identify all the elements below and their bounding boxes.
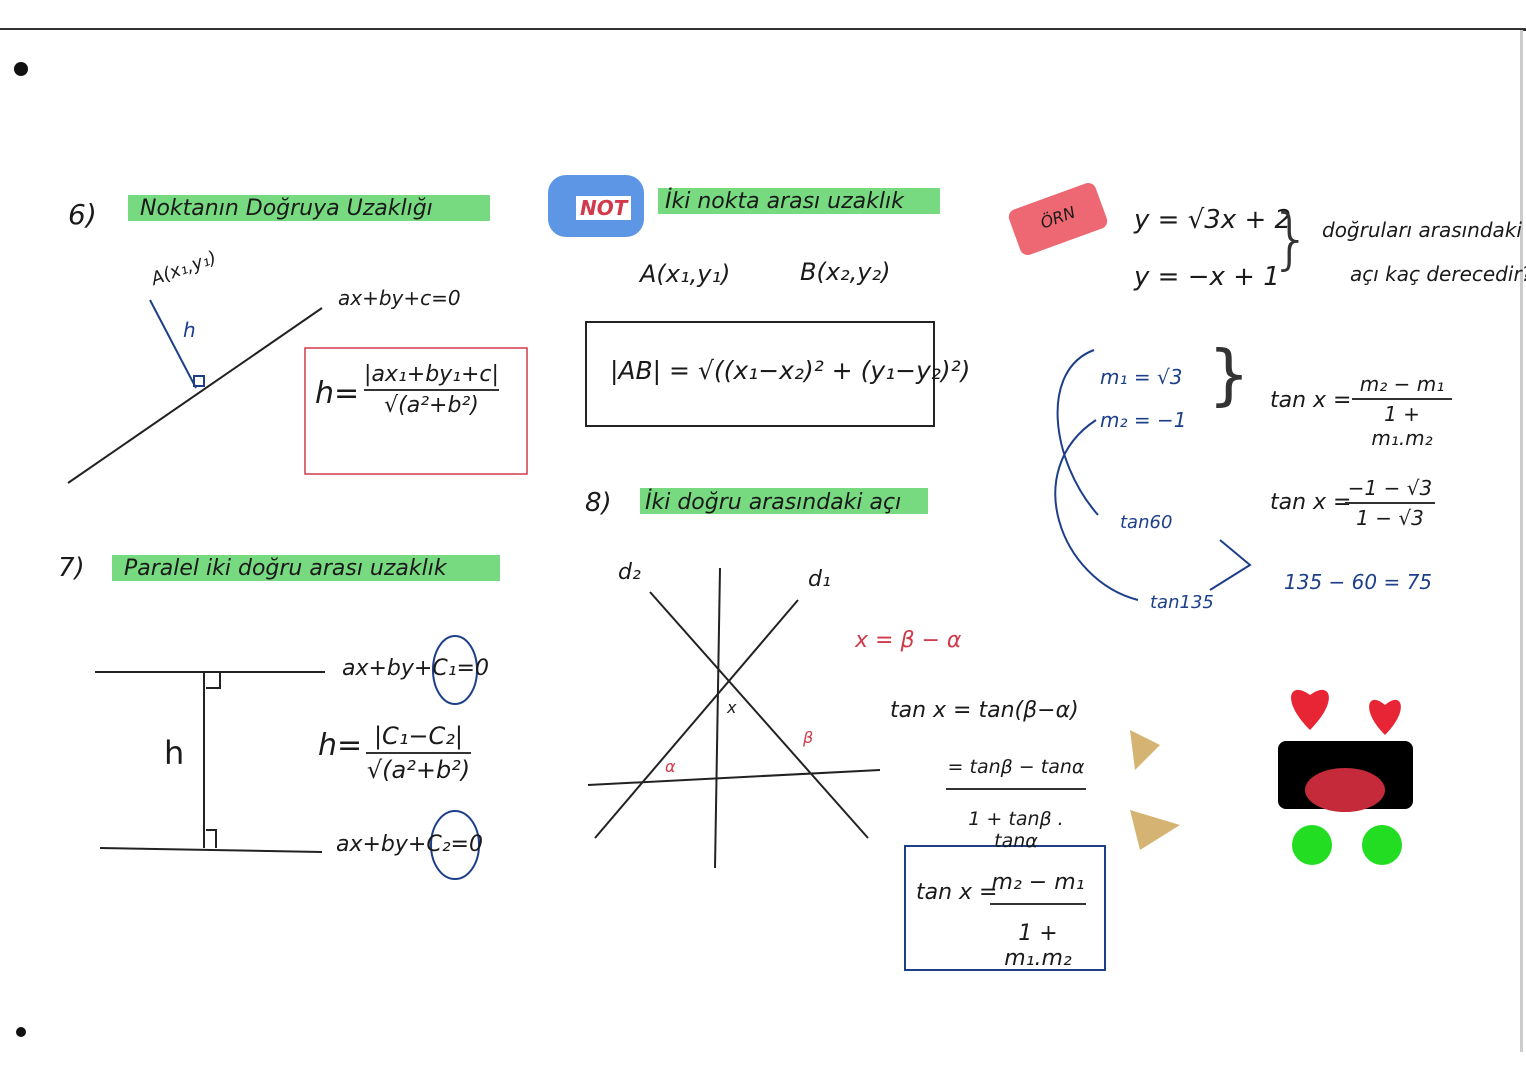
line-2-equation: ax+by+C₂=0 bbox=[336, 832, 483, 857]
tan-label: tan x = bbox=[1270, 490, 1352, 515]
line-1-equation: ax+by+C₁=0 bbox=[342, 656, 489, 681]
right-angle-mark bbox=[193, 375, 205, 387]
question-text: açı kaç derecedir? bbox=[1350, 262, 1526, 286]
numerator: m₂ − m₁ bbox=[1359, 372, 1445, 396]
angle-x-label: x bbox=[727, 698, 737, 717]
question-text: doğruları arasındaki bbox=[1322, 218, 1522, 242]
hole-punch-dot bbox=[16, 1027, 26, 1037]
perpendicular-h bbox=[149, 299, 197, 389]
line-d2 bbox=[649, 591, 869, 839]
numerator: −1 − √3 bbox=[1347, 476, 1433, 500]
tan-substituted: −1 − √3 1 − √3 bbox=[1345, 476, 1435, 530]
distance-formula-box bbox=[585, 321, 935, 427]
d1-label: d₁ bbox=[808, 567, 831, 592]
x-axis bbox=[587, 769, 881, 786]
top-bar bbox=[0, 0, 1526, 31]
section-title: İki nokta arası uzaklık bbox=[665, 189, 904, 214]
section-number: 7) bbox=[58, 553, 85, 583]
denominator: √(a²+b²) bbox=[366, 756, 471, 784]
final-formula: m₂ − m₁ 1 + m₁.m₂ bbox=[990, 870, 1086, 971]
green-sticker bbox=[1362, 825, 1402, 865]
denominator: √(a²+b²) bbox=[384, 393, 479, 418]
slope-m2: m₂ = −1 bbox=[1100, 408, 1187, 432]
hole-punch-dot bbox=[14, 62, 28, 76]
slope-m1: m₁ = √3 bbox=[1100, 365, 1183, 389]
section-title: İki doğru arasındaki açı bbox=[645, 490, 902, 515]
numerator: m₂ − m₁ bbox=[991, 870, 1085, 895]
step-1: tan x = tan(β−α) bbox=[890, 698, 1079, 723]
final-lhs: tan x = bbox=[916, 880, 998, 905]
parallel-line-2 bbox=[99, 847, 323, 853]
h-label: h bbox=[164, 734, 185, 772]
beta-label: β bbox=[803, 728, 814, 747]
section-title: Paralel iki doğru arası uzaklık bbox=[124, 556, 447, 581]
heart-sticker bbox=[1369, 699, 1401, 735]
d2-label: d₂ bbox=[618, 560, 641, 585]
distance-formula: |AB| = √((x₁−x₂)² + (y₁−y₂)²) bbox=[610, 356, 971, 385]
star-sticker bbox=[1130, 730, 1160, 770]
tan135-label: tan135 bbox=[1150, 592, 1214, 613]
line-diagram bbox=[67, 307, 323, 484]
formula-lhs: h= bbox=[318, 728, 363, 763]
section-number: 8) bbox=[585, 488, 612, 518]
heart-sticker bbox=[1291, 689, 1329, 730]
result: 135 − 60 = 75 bbox=[1284, 570, 1433, 594]
green-sticker bbox=[1292, 825, 1332, 865]
y-axis bbox=[714, 567, 721, 869]
parallel-distance-formula: |C₁−C₂| √(a²+b²) bbox=[366, 722, 471, 784]
point-b: B(x₂,y₂) bbox=[800, 258, 891, 286]
brace: } bbox=[1270, 200, 1312, 277]
star-sticker bbox=[1130, 810, 1180, 850]
section-number: 6) bbox=[68, 198, 97, 231]
equation-2: y = −x + 1 bbox=[1134, 262, 1280, 292]
denominator: 1 + tanβ . tanα bbox=[968, 808, 1064, 852]
line-d1 bbox=[594, 599, 799, 839]
tan-label: tan x = bbox=[1270, 388, 1352, 413]
section-title: Noktanın Doğruya Uzaklığı bbox=[140, 196, 433, 221]
numerator: |ax₁+by₁+c| bbox=[364, 362, 499, 387]
alpha-label: α bbox=[665, 757, 676, 776]
point-line-formula: |ax₁+by₁+c| √(a²+b²) bbox=[364, 362, 499, 418]
line-equation: ax+by+c=0 bbox=[338, 286, 461, 310]
numerator: = tanβ − tanα bbox=[947, 756, 1085, 778]
final-formula-box bbox=[904, 845, 1106, 971]
example-badge-bg bbox=[1008, 182, 1108, 256]
denominator: 1 + m₁.m₂ bbox=[1004, 921, 1072, 971]
h-label: h bbox=[183, 318, 196, 342]
numerator: |C₁−C₂| bbox=[373, 722, 464, 750]
formula-lhs: h= bbox=[315, 376, 360, 411]
tan60-label: tan60 bbox=[1120, 512, 1173, 533]
point-a: A(x₁,y₁) bbox=[640, 260, 731, 288]
step-2: = tanβ − tanα 1 + tanβ . tanα bbox=[946, 756, 1086, 852]
denominator: 1 + m₁.m₂ bbox=[1371, 402, 1433, 450]
tan-formula: m₂ − m₁ 1 + m₁.m₂ bbox=[1352, 372, 1452, 450]
equation-1: y = √3x + 2 bbox=[1134, 205, 1292, 235]
denominator: 1 − √3 bbox=[1356, 506, 1424, 530]
not-badge: NOT bbox=[576, 196, 632, 220]
angle-equation: x = β − α bbox=[855, 628, 962, 653]
brace: } bbox=[1208, 336, 1250, 413]
point-distance-formula-box bbox=[304, 347, 528, 475]
